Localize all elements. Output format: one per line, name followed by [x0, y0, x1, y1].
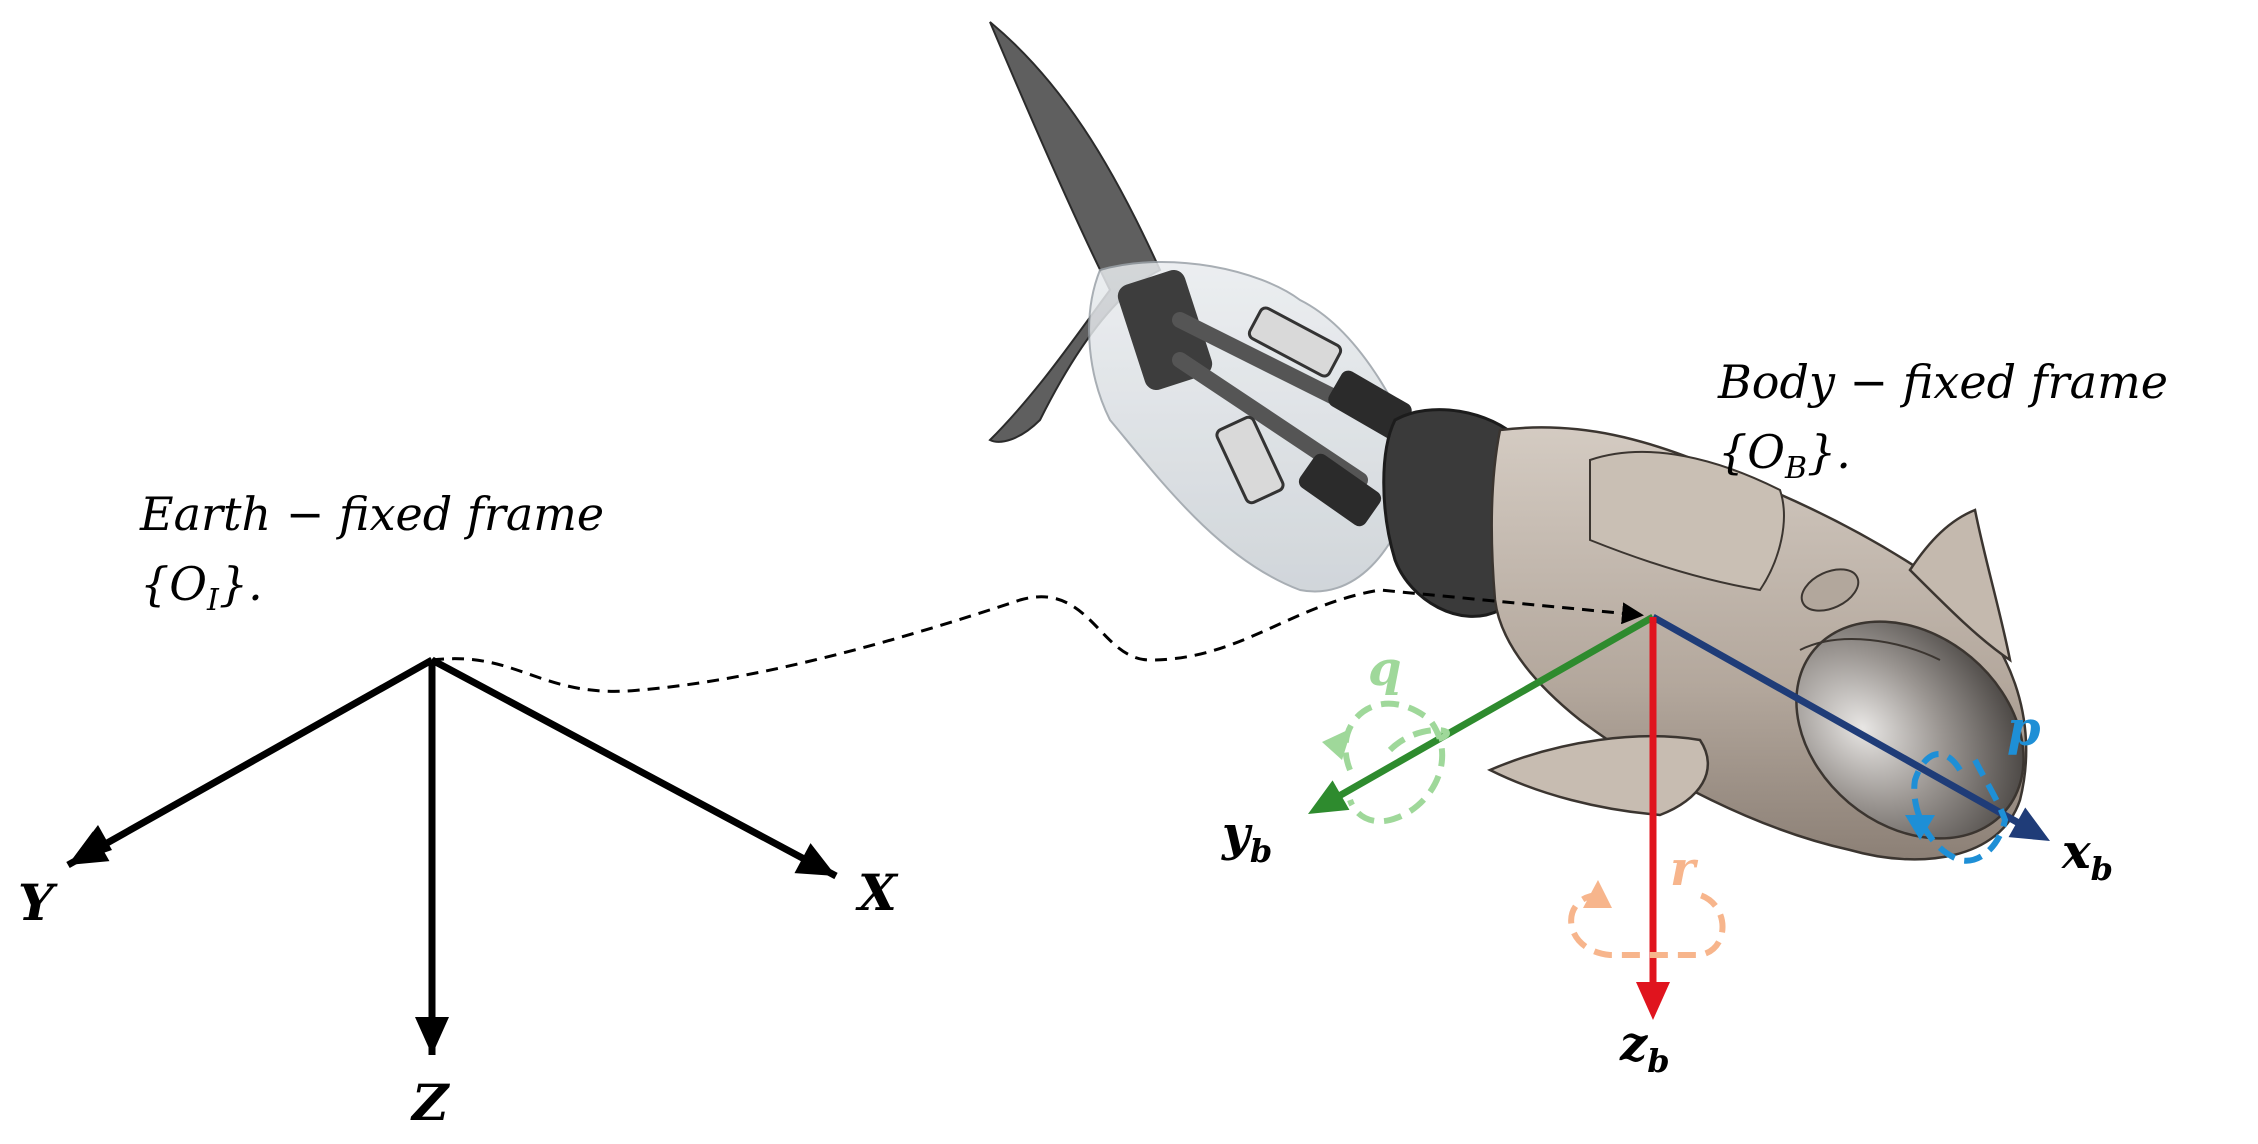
dorsal-fin: [1908, 508, 2012, 663]
earth-x-axis: [430, 656, 838, 880]
body-frame-labels: Body − fixed frame {OB}. xb yb zb p q r: [1221, 355, 2168, 1080]
earth-frame-title: Earth − fixed frame: [139, 487, 604, 541]
r-rotation-arc: [1568, 892, 1726, 958]
earth-z-label: Z: [410, 1073, 451, 1132]
earth-frame-axes: [66, 656, 838, 1055]
earth-z-arrowhead: [415, 1017, 449, 1055]
earth-frame-origin: {OI}.: [140, 557, 263, 618]
p-rotation-arc: [1911, 751, 2009, 864]
body-frame-title: Body − fixed frame: [1717, 355, 2168, 409]
body-y-label: yb: [1221, 806, 1272, 870]
r-rate-label: r: [1670, 841, 1699, 897]
body-x-axis: [1651, 613, 2042, 839]
earth-y-label: Y: [18, 873, 58, 932]
body-x-label: xb: [2061, 824, 2113, 888]
earth-frame-labels: Earth − fixed frame {OI}. X Y Z: [18, 487, 899, 1132]
body-z-arrowhead: [1636, 982, 1670, 1020]
top-hatch: [1589, 450, 1785, 592]
q-rate-label: q: [1368, 641, 1402, 697]
earth-x-label: X: [855, 863, 899, 922]
tail-fin: [988, 21, 1162, 443]
rotation-rates: [1322, 700, 2009, 958]
p-rotation-arrowhead: [1905, 815, 1935, 840]
body-frame-axes: [1316, 613, 2042, 1010]
earth-y-arrowhead: [68, 831, 110, 865]
body-y-axis: [1316, 613, 1655, 812]
actuator-linkage: [1117, 269, 1412, 527]
body-z-label: zb: [1619, 1016, 1670, 1080]
earth-y-axis: [66, 656, 434, 869]
robotic-fish-illustration: [988, 21, 2028, 861]
frame-transformation-path: [431, 588, 1644, 693]
body-x-arrowhead: [2008, 807, 2050, 841]
body-frame-origin: {OB}.: [1718, 425, 1851, 486]
nose-dome: [1795, 620, 2025, 840]
body-y-arrowhead: [1308, 780, 1350, 814]
q-rotation-arc: [1342, 700, 1450, 825]
r-rotation-arrowhead: [1583, 880, 1612, 908]
pectoral-fin: [1487, 735, 1710, 817]
q-rotation-arrowhead: [1322, 728, 1352, 760]
earth-x-arrowhead: [794, 843, 836, 876]
p-rate-label: p: [2007, 701, 2041, 757]
camera-mount: [1800, 568, 1860, 612]
